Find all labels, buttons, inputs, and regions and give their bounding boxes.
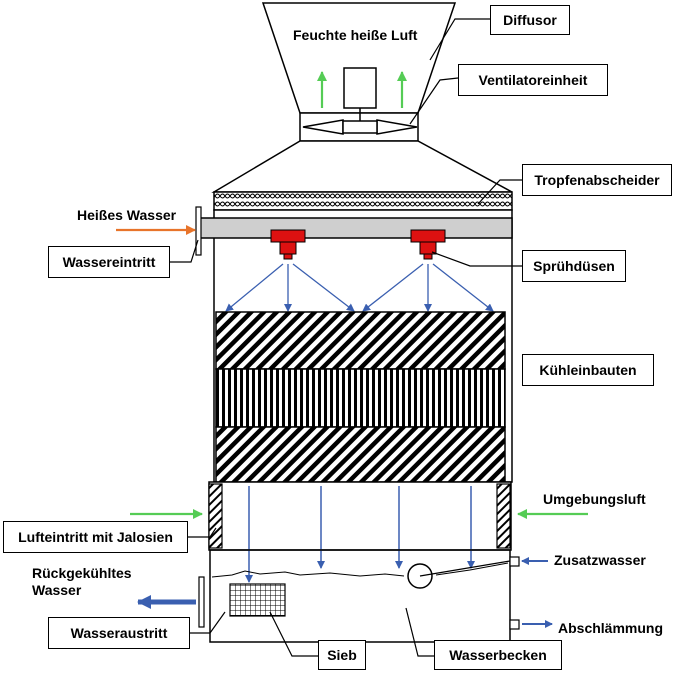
text-zusatzwasser: Zusatzwasser (554, 552, 646, 568)
tower-roof (211, 140, 513, 193)
drift-eliminator (213, 191, 513, 211)
louver-right (496, 483, 511, 549)
water-pipe (199, 217, 513, 239)
pipe-flange (195, 206, 202, 256)
nozzle-left (270, 229, 306, 260)
text-heisses-wasser: Heißes Wasser (77, 207, 177, 223)
fan-hub (342, 120, 378, 134)
label-sieb: Sieb (318, 640, 366, 670)
blowdown-outlet (509, 619, 520, 630)
label-ventilatoreinheit: Ventilatoreinheit (458, 64, 608, 96)
label-tropfenabscheider: Tropfenabscheider (522, 164, 672, 196)
fill-pack-bottom (215, 426, 506, 483)
text-wasser: Wasser (32, 582, 82, 598)
fill-pack-middle (215, 368, 506, 428)
label-spruehduesen: Sprühdüsen (522, 250, 626, 282)
louver-left (208, 483, 223, 549)
spray-arrows (225, 263, 494, 312)
label-kuehleinbauten: Kühleinbauten (522, 354, 654, 386)
air-arrows (130, 71, 588, 519)
water-surface (211, 570, 405, 578)
leader-lines (170, 18, 522, 657)
text-rueckgekuehltes: Rückgekühltes (32, 565, 132, 581)
label-wassereintritt: Wassereintritt (48, 246, 170, 278)
label-wasseraustritt: Wasseraustritt (48, 617, 190, 649)
fill-pack-top (215, 311, 506, 370)
nozzle-right (410, 229, 446, 260)
text-umgebungsluft: Umgebungsluft (543, 491, 646, 507)
outlet-flange (198, 576, 205, 628)
air-title: Feuchte heiße Luft (293, 27, 418, 43)
strainer (229, 583, 286, 617)
motor (343, 67, 377, 109)
air-inlet-section (208, 481, 512, 551)
text-abschlaemmung: Abschlämmung (558, 620, 664, 636)
makeup-inlet (509, 556, 520, 567)
label-wasserbecken: Wasserbecken (434, 640, 562, 670)
label-lufteintritt: Lufteintritt mit Jalosien (3, 521, 188, 553)
label-diffusor: Diffusor (490, 5, 570, 35)
falling-water-arrows (245, 486, 475, 583)
